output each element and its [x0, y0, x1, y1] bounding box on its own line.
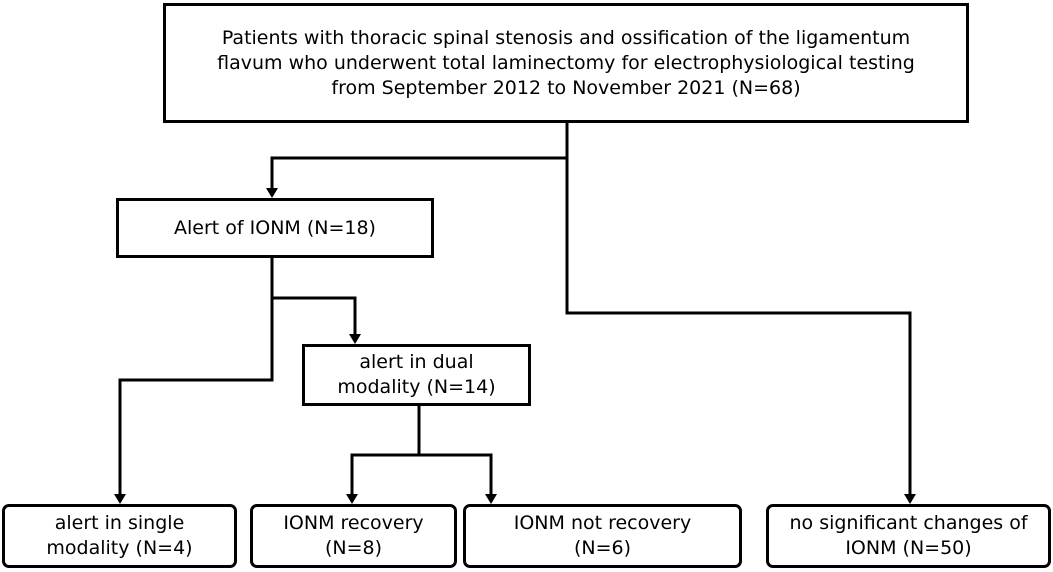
single-modality-line-2: modality (N=4)	[46, 537, 193, 559]
ionm-not-recovery-box: IONM not recovery (N=6)	[463, 504, 742, 568]
ionm-recovery-box: IONM recovery (N=8)	[250, 504, 457, 568]
single-modality-box: alert in single modality (N=4)	[2, 504, 237, 568]
root-line-1: Patients with thoracic spinal stenosis a…	[221, 26, 911, 49]
connector-dual-to-recovery	[346, 453, 419, 504]
dual-modality-line-2: modality (N=14)	[337, 376, 496, 398]
connector-alert-to-dual	[270, 258, 361, 344]
alert-ionm-label: Alert of IONM (N=18)	[174, 216, 376, 239]
connector-root-to-no-change	[565, 158, 916, 504]
single-modality-line-1: alert in single	[54, 512, 185, 534]
root-line-2: flavum who underwent total laminectomy f…	[217, 51, 915, 74]
no-significant-changes-line-2: IONM (N=50)	[845, 537, 972, 559]
ionm-recovery-line-2: (N=8)	[324, 537, 383, 559]
connector-alert-to-single	[114, 298, 274, 504]
root-box: Patients with thoracic spinal stenosis a…	[163, 3, 969, 123]
dual-modality-box: alert in dual modality (N=14)	[302, 344, 531, 406]
ionm-not-recovery-line-1: IONM not recovery	[513, 512, 692, 534]
ionm-not-recovery-line-2: (N=6)	[573, 537, 632, 559]
dual-modality-line-1: alert in dual	[359, 351, 474, 373]
connector-root-to-alert	[266, 122, 569, 198]
no-significant-changes-box: no significant changes of IONM (N=50)	[766, 504, 1051, 568]
root-line-3: from September 2012 to November 2021 (N=…	[331, 76, 801, 99]
connector-dual-to-not-recovery	[419, 453, 497, 504]
alert-ionm-box: Alert of IONM (N=18)	[116, 198, 434, 258]
no-significant-changes-line-1: no significant changes of	[789, 512, 1028, 534]
ionm-recovery-line-1: IONM recovery	[283, 512, 424, 534]
